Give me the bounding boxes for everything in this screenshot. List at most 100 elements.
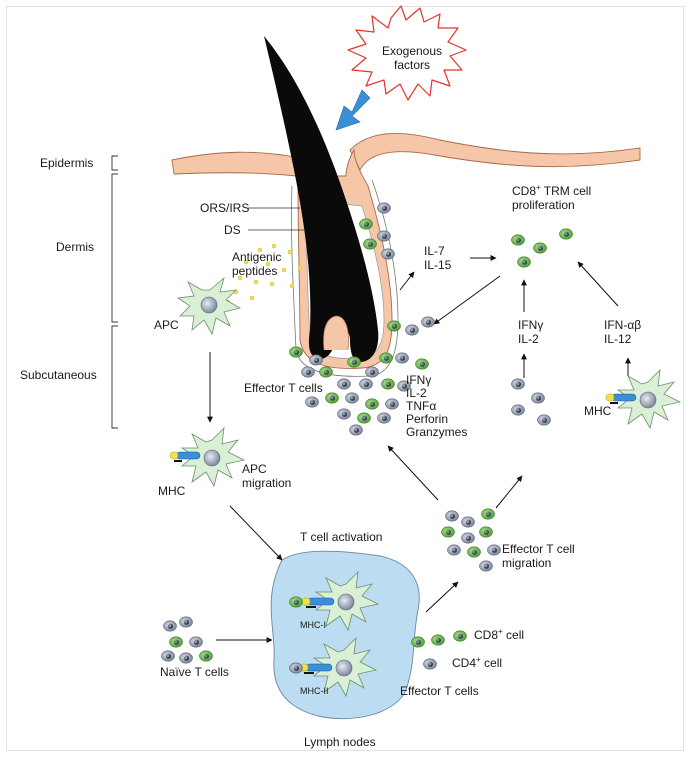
apc-migration-line1: APC <box>242 462 267 476</box>
il7-il15-label: IL-7 IL-15 <box>424 244 451 272</box>
exogenous-line1: Exogenous <box>381 44 443 58</box>
cd8-t-cell-16 <box>415 358 429 370</box>
cd8-cell-label: CD8+ cell <box>474 627 525 643</box>
cyto-ifng: IFNγ <box>406 373 432 387</box>
cd8-t-cell-21 <box>325 392 339 404</box>
cd4-t-cell-49 <box>179 616 193 628</box>
arrow-apc-to-lymph <box>229 505 283 561</box>
cd4-t-cell-48 <box>163 620 177 632</box>
il12: IL-12 <box>604 332 632 346</box>
cd8-sup: + <box>498 627 503 636</box>
apc-cell-migration <box>169 426 246 488</box>
ifng-il2-mid-label: IFNγ IL-2 <box>518 318 543 346</box>
cd4-t-cell-56 <box>289 662 303 674</box>
skin-surface <box>171 151 301 177</box>
trm-proliferation-label: CD8+ TRM cell proliferation <box>512 183 592 213</box>
exogenous-label: Exogenous factors <box>378 44 446 72</box>
antigenic-peptides-label: Antigenic peptides <box>232 250 281 278</box>
cd8-t-cell-45 <box>467 546 481 558</box>
antigenic-line2: peptides <box>232 264 278 278</box>
cd8-post: cell <box>502 628 525 642</box>
cyto-il2: IL-2 <box>406 386 427 400</box>
cd4-t-cell-11 <box>301 366 315 378</box>
cd8-t-cell-10 <box>319 366 333 378</box>
leader-lines <box>248 207 306 231</box>
cd4-t-cell-25 <box>305 396 319 408</box>
ds-label: DS <box>224 223 241 237</box>
cd4-t-cell-44 <box>447 544 461 556</box>
mhc-i-label: MHC-I <box>300 620 326 630</box>
apc-migration-label: APC migration <box>242 462 291 490</box>
trm-proliferation: proliferation <box>512 198 575 212</box>
cd8-t-cell-33 <box>517 256 531 268</box>
cd8-t-cell-27 <box>357 412 371 424</box>
cd8-t-cell-30 <box>511 234 525 246</box>
cd4-t-cell-46 <box>487 544 501 556</box>
cd4-t-cell-7 <box>421 316 435 328</box>
cd8-t-cell-59 <box>453 630 467 642</box>
cd8-t-cell-0 <box>359 218 373 230</box>
arrow-follicle-to-il7 <box>399 271 415 291</box>
cd4-t-cell-37 <box>537 414 551 426</box>
effector-t-cells-skin-label: Effector T cells <box>244 381 323 395</box>
cd4-t-cell-18 <box>359 378 373 390</box>
cyto-granzymes: Granzymes <box>406 425 468 439</box>
ifnab: IFN-αβ <box>604 318 642 332</box>
arrow-ifnab-to-trm <box>577 261 619 307</box>
cd4-t-cell-4 <box>377 202 391 214</box>
layer-subcutaneous: Subcutaneous <box>20 368 97 382</box>
cd4-t-cell-60 <box>423 658 437 670</box>
cd8-t-cell-23 <box>365 398 379 410</box>
cd8-t-cell-2 <box>363 238 377 250</box>
cd8-t-cell-12 <box>347 356 361 368</box>
cd8-t-cell-32 <box>559 228 573 240</box>
cd4-t-cell-28 <box>377 412 391 424</box>
trm-cd8-sup: + <box>536 183 541 192</box>
il7-label: IL-7 <box>424 244 445 258</box>
ifng-mid: IFNγ <box>518 318 544 332</box>
cd8-t-cell-57 <box>411 636 425 648</box>
exogenous-factors-burst <box>347 5 467 101</box>
cd4-t-cell-1 <box>377 230 391 242</box>
skin-surface-right <box>349 132 641 172</box>
effector-migration-line2: migration <box>502 556 552 570</box>
apc-cell-skin <box>176 276 242 336</box>
cd8-t-cell-8 <box>289 346 303 358</box>
cd4-t-cell-36 <box>511 404 525 416</box>
trm-cd8: CD8 <box>512 184 537 198</box>
arrow-effector-to-skin <box>387 445 439 501</box>
arrow-lymph-to-effector <box>425 581 459 613</box>
cd4-t-cell-35 <box>531 392 545 404</box>
cd8-t-cell-5 <box>387 320 401 332</box>
cd4-t-cell-38 <box>445 510 459 522</box>
cd4-pre: CD4 <box>452 656 477 670</box>
cd8-t-cell-19 <box>381 378 395 390</box>
cyto-perforin: Perforin <box>406 412 449 426</box>
lymph-nodes-label: Lymph nodes <box>304 735 376 749</box>
apc-cell-lymph-2 <box>299 636 378 698</box>
figure-frame <box>6 6 684 751</box>
cd4-t-cell-17 <box>337 378 351 390</box>
arrows <box>207 255 631 643</box>
t-cell-activation-label: T cell activation <box>300 530 383 544</box>
il2-mid: IL-2 <box>518 332 539 346</box>
exogenous-arrow <box>335 89 371 131</box>
antigenic-line1: Antigenic <box>232 250 282 264</box>
cd8-t-cell-41 <box>441 526 455 538</box>
naive-t-cells-label: Naïve T cells <box>160 665 229 679</box>
cd8-t-cell-40 <box>481 508 495 520</box>
cd4-t-cell-26 <box>337 408 351 420</box>
cd4-sup: + <box>476 655 481 664</box>
trm-cell: TRM cell <box>540 184 592 198</box>
cd8-t-cell-55 <box>289 596 303 608</box>
cd4-t-cell-51 <box>189 636 203 648</box>
cd4-t-cell-47 <box>479 560 493 572</box>
il15-label: IL-15 <box>424 258 452 272</box>
lymph-node <box>270 550 420 720</box>
effector-migration-label: Effector T cell migration <box>502 542 575 570</box>
apc-label: APC <box>154 318 179 332</box>
cyto-tnfa: TNFα <box>406 399 437 413</box>
ors-irs-label: ORS/IRS <box>200 201 250 215</box>
layer-epidermis: Epidermis <box>40 156 94 170</box>
cd8-t-cell-58 <box>431 634 445 646</box>
